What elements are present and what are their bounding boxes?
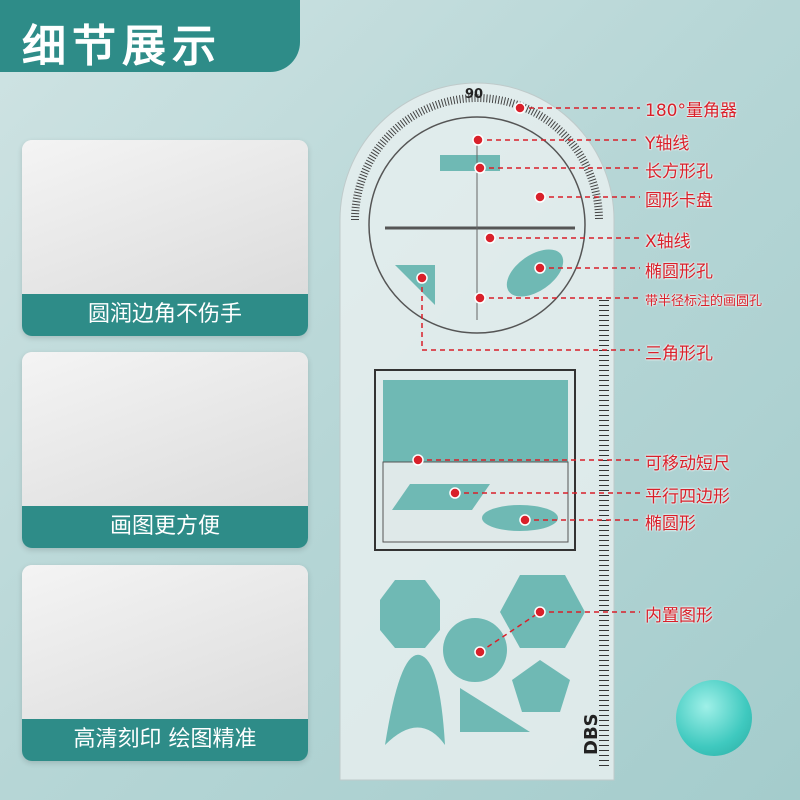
arch-hole xyxy=(385,654,445,745)
callout-lines xyxy=(418,107,640,653)
card-caption: 高清刻印 绘图精准 xyxy=(22,719,308,761)
card-caption: 画图更方便 xyxy=(22,506,308,548)
protractor-90-label: 90 xyxy=(465,87,483,102)
card-caption: 圆润边角不伤手 xyxy=(22,294,308,336)
callout-movable-ruler: 可移动短尺 xyxy=(645,454,730,474)
callout-circular-disc: 圆形卡盘 xyxy=(645,191,713,211)
callout-built-in-shapes: 内置图形 xyxy=(645,606,713,626)
detail-photo xyxy=(22,140,308,294)
detail-photo xyxy=(22,352,308,506)
right-triangle-hole xyxy=(460,688,530,732)
detail-card-printing: 高清刻印 绘图精准 xyxy=(22,565,308,761)
callout-protractor: 180°量角器 xyxy=(645,101,737,121)
callout-parallelogram: 平行四边形 xyxy=(645,487,730,507)
window-hole xyxy=(383,380,568,462)
callout-triangle-hole: 三角形孔 xyxy=(645,344,713,364)
callout-rectangle-hole: 长方形孔 xyxy=(645,162,713,182)
brand-logo: DBS xyxy=(581,713,602,755)
decorative-ball xyxy=(676,680,752,756)
callout-ellipse: 椭圆形 xyxy=(645,514,696,534)
callout-x-axis: X轴线 xyxy=(645,232,691,252)
ellipse-hole xyxy=(506,249,564,297)
callout-y-axis: Y轴线 xyxy=(645,134,690,154)
pentagon-hole xyxy=(512,660,570,712)
detail-card-drawing: 画图更方便 xyxy=(22,352,308,548)
protractor-scale xyxy=(351,94,603,221)
callout-radius-circle-holes: 带半径标注的画圆孔 xyxy=(645,294,763,309)
callout-ellipse-hole: 椭圆形孔 xyxy=(645,262,713,282)
protractor-disc xyxy=(368,116,586,334)
octagon-hole xyxy=(380,580,440,648)
parallelogram-hole xyxy=(392,484,490,510)
detail-photo xyxy=(22,565,308,719)
page-title: 细节展示 xyxy=(0,0,300,72)
detail-card-corners: 圆润边角不伤手 xyxy=(22,140,308,336)
